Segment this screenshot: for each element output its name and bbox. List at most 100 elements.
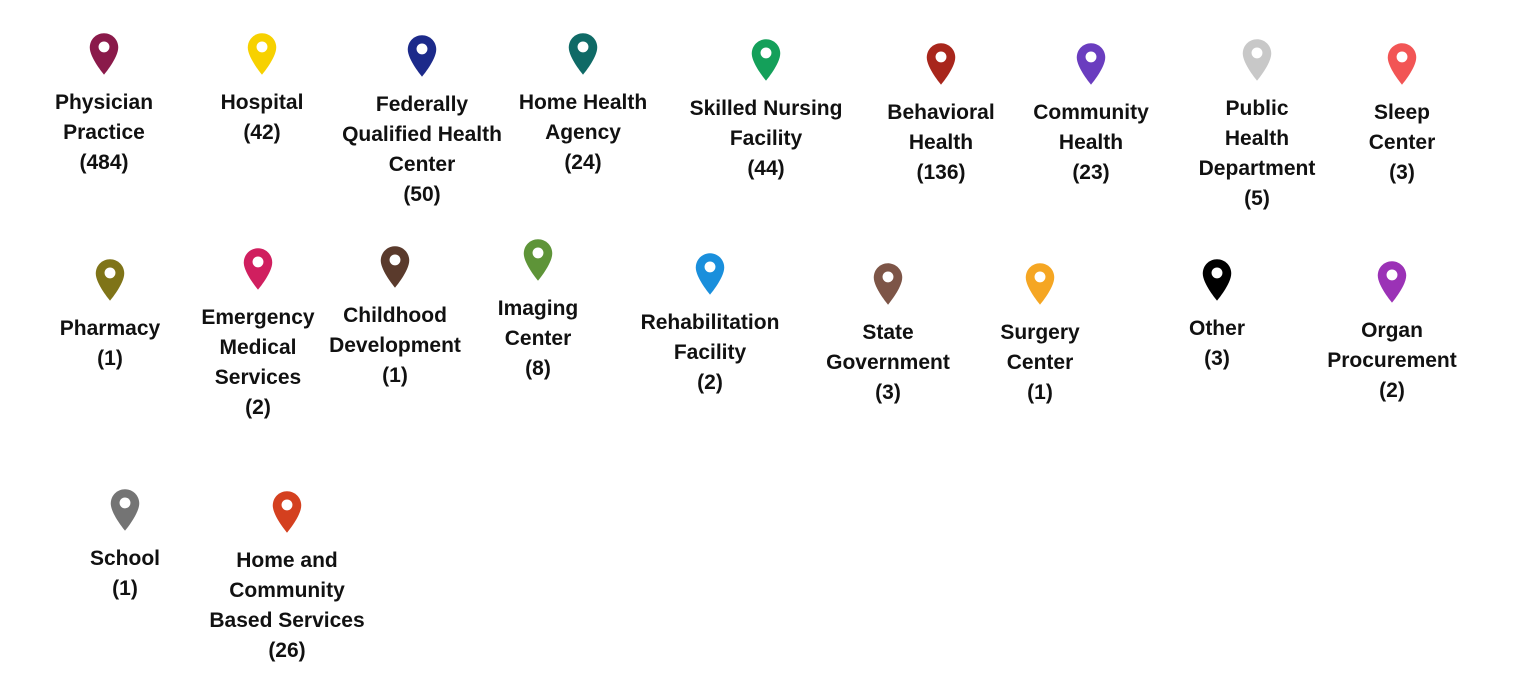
legend-label-line: Federally	[375, 93, 469, 116]
legend-label-line: Home and	[236, 549, 338, 572]
legend-label-line: Organ	[1361, 319, 1423, 342]
legend-count: (136)	[916, 161, 966, 184]
map-pin-icon	[110, 489, 140, 531]
map-pin-icon	[1242, 39, 1272, 81]
legend-label-line: Health	[908, 131, 974, 154]
map-pin-icon	[568, 33, 598, 75]
map-pin-icon	[926, 43, 956, 85]
legend-label-line: Government	[826, 351, 950, 374]
legend-label-line: Rehabilitation	[640, 311, 780, 334]
legend-label-line: Hospital	[220, 91, 304, 114]
legend-label-line: Surgery	[1000, 321, 1080, 344]
legend-item: Other (3)	[1132, 258, 1302, 374]
map-pin-icon	[695, 253, 725, 295]
map-pin-icon	[1387, 43, 1417, 85]
legend-label-line: Facility	[729, 127, 803, 150]
map-pin-icon	[243, 248, 273, 290]
legend-label-line: Home Health	[518, 91, 648, 114]
legend-label-line: Community	[229, 579, 345, 602]
legend-label-line: Agency	[545, 121, 621, 144]
legend-label-line: Procurement	[1327, 349, 1457, 372]
legend-count: (44)	[747, 157, 785, 180]
legend-count: (3)	[1204, 347, 1230, 370]
legend-label-line: Health	[1224, 127, 1290, 150]
map-pin-icon	[95, 259, 125, 301]
legend-count: (5)	[1244, 187, 1270, 210]
legend-count: (24)	[564, 151, 602, 174]
legend-count: (8)	[525, 357, 551, 380]
legend-label-line: Based Services	[209, 609, 365, 632]
map-pin-icon	[272, 491, 302, 533]
legend-count: (2)	[697, 371, 723, 394]
legend-label-line: Public	[1225, 97, 1289, 120]
legend-label-line: Qualified Health	[342, 123, 502, 146]
legend-label-line: Other	[1188, 317, 1245, 340]
legend-label: Other (3)	[1189, 314, 1245, 374]
legend-count: (42)	[243, 121, 281, 144]
legend-label-line: State	[862, 321, 914, 344]
legend-label-line: Behavioral	[887, 101, 995, 124]
legend-label: Pharmacy (1)	[60, 314, 160, 374]
legend-count: (23)	[1072, 161, 1110, 184]
map-pin-icon	[873, 263, 903, 305]
legend-label-line: Health	[1058, 131, 1124, 154]
legend-label-line: Childhood	[343, 304, 447, 327]
legend-count: (3)	[1389, 161, 1415, 184]
map-pin-icon	[1377, 261, 1407, 303]
legend-label-line: Practice	[63, 121, 145, 144]
legend-label-line: Center	[1006, 351, 1074, 374]
legend-count: (1)	[382, 364, 408, 387]
legend-label-line: Facility	[673, 341, 747, 364]
legend-label-line: Medical	[219, 336, 297, 359]
legend-label-line: Community	[1033, 101, 1149, 124]
legend-label: Hospital (42)	[221, 88, 304, 148]
map-pin-icon	[89, 33, 119, 75]
legend-count: (484)	[79, 151, 129, 174]
legend-count: (1)	[97, 347, 123, 370]
map-pin-icon	[1025, 263, 1055, 305]
legend-label-line: School	[89, 547, 160, 570]
legend-label-line: Sleep	[1373, 101, 1431, 124]
map-pin-icon	[1076, 43, 1106, 85]
legend-label: School(1)	[90, 544, 160, 604]
legend-label-line: Department	[1198, 157, 1316, 180]
legend-item: School(1)	[40, 488, 210, 604]
legend-label-line: Center	[1368, 131, 1436, 154]
map-pin-icon	[523, 239, 553, 281]
legend-label-line: Pharmacy	[59, 317, 161, 340]
legend-count: (26)	[268, 639, 306, 662]
map-pin-icon	[751, 39, 781, 81]
map-pin-icon	[407, 35, 437, 77]
map-pin-icon	[247, 33, 277, 75]
legend-label-line: Emergency	[201, 306, 315, 329]
legend-item: Pharmacy (1)	[25, 258, 195, 374]
legend-count: (2)	[1379, 379, 1405, 402]
legend-label-line: Development	[329, 334, 461, 357]
legend-label-line: Services	[214, 366, 302, 389]
